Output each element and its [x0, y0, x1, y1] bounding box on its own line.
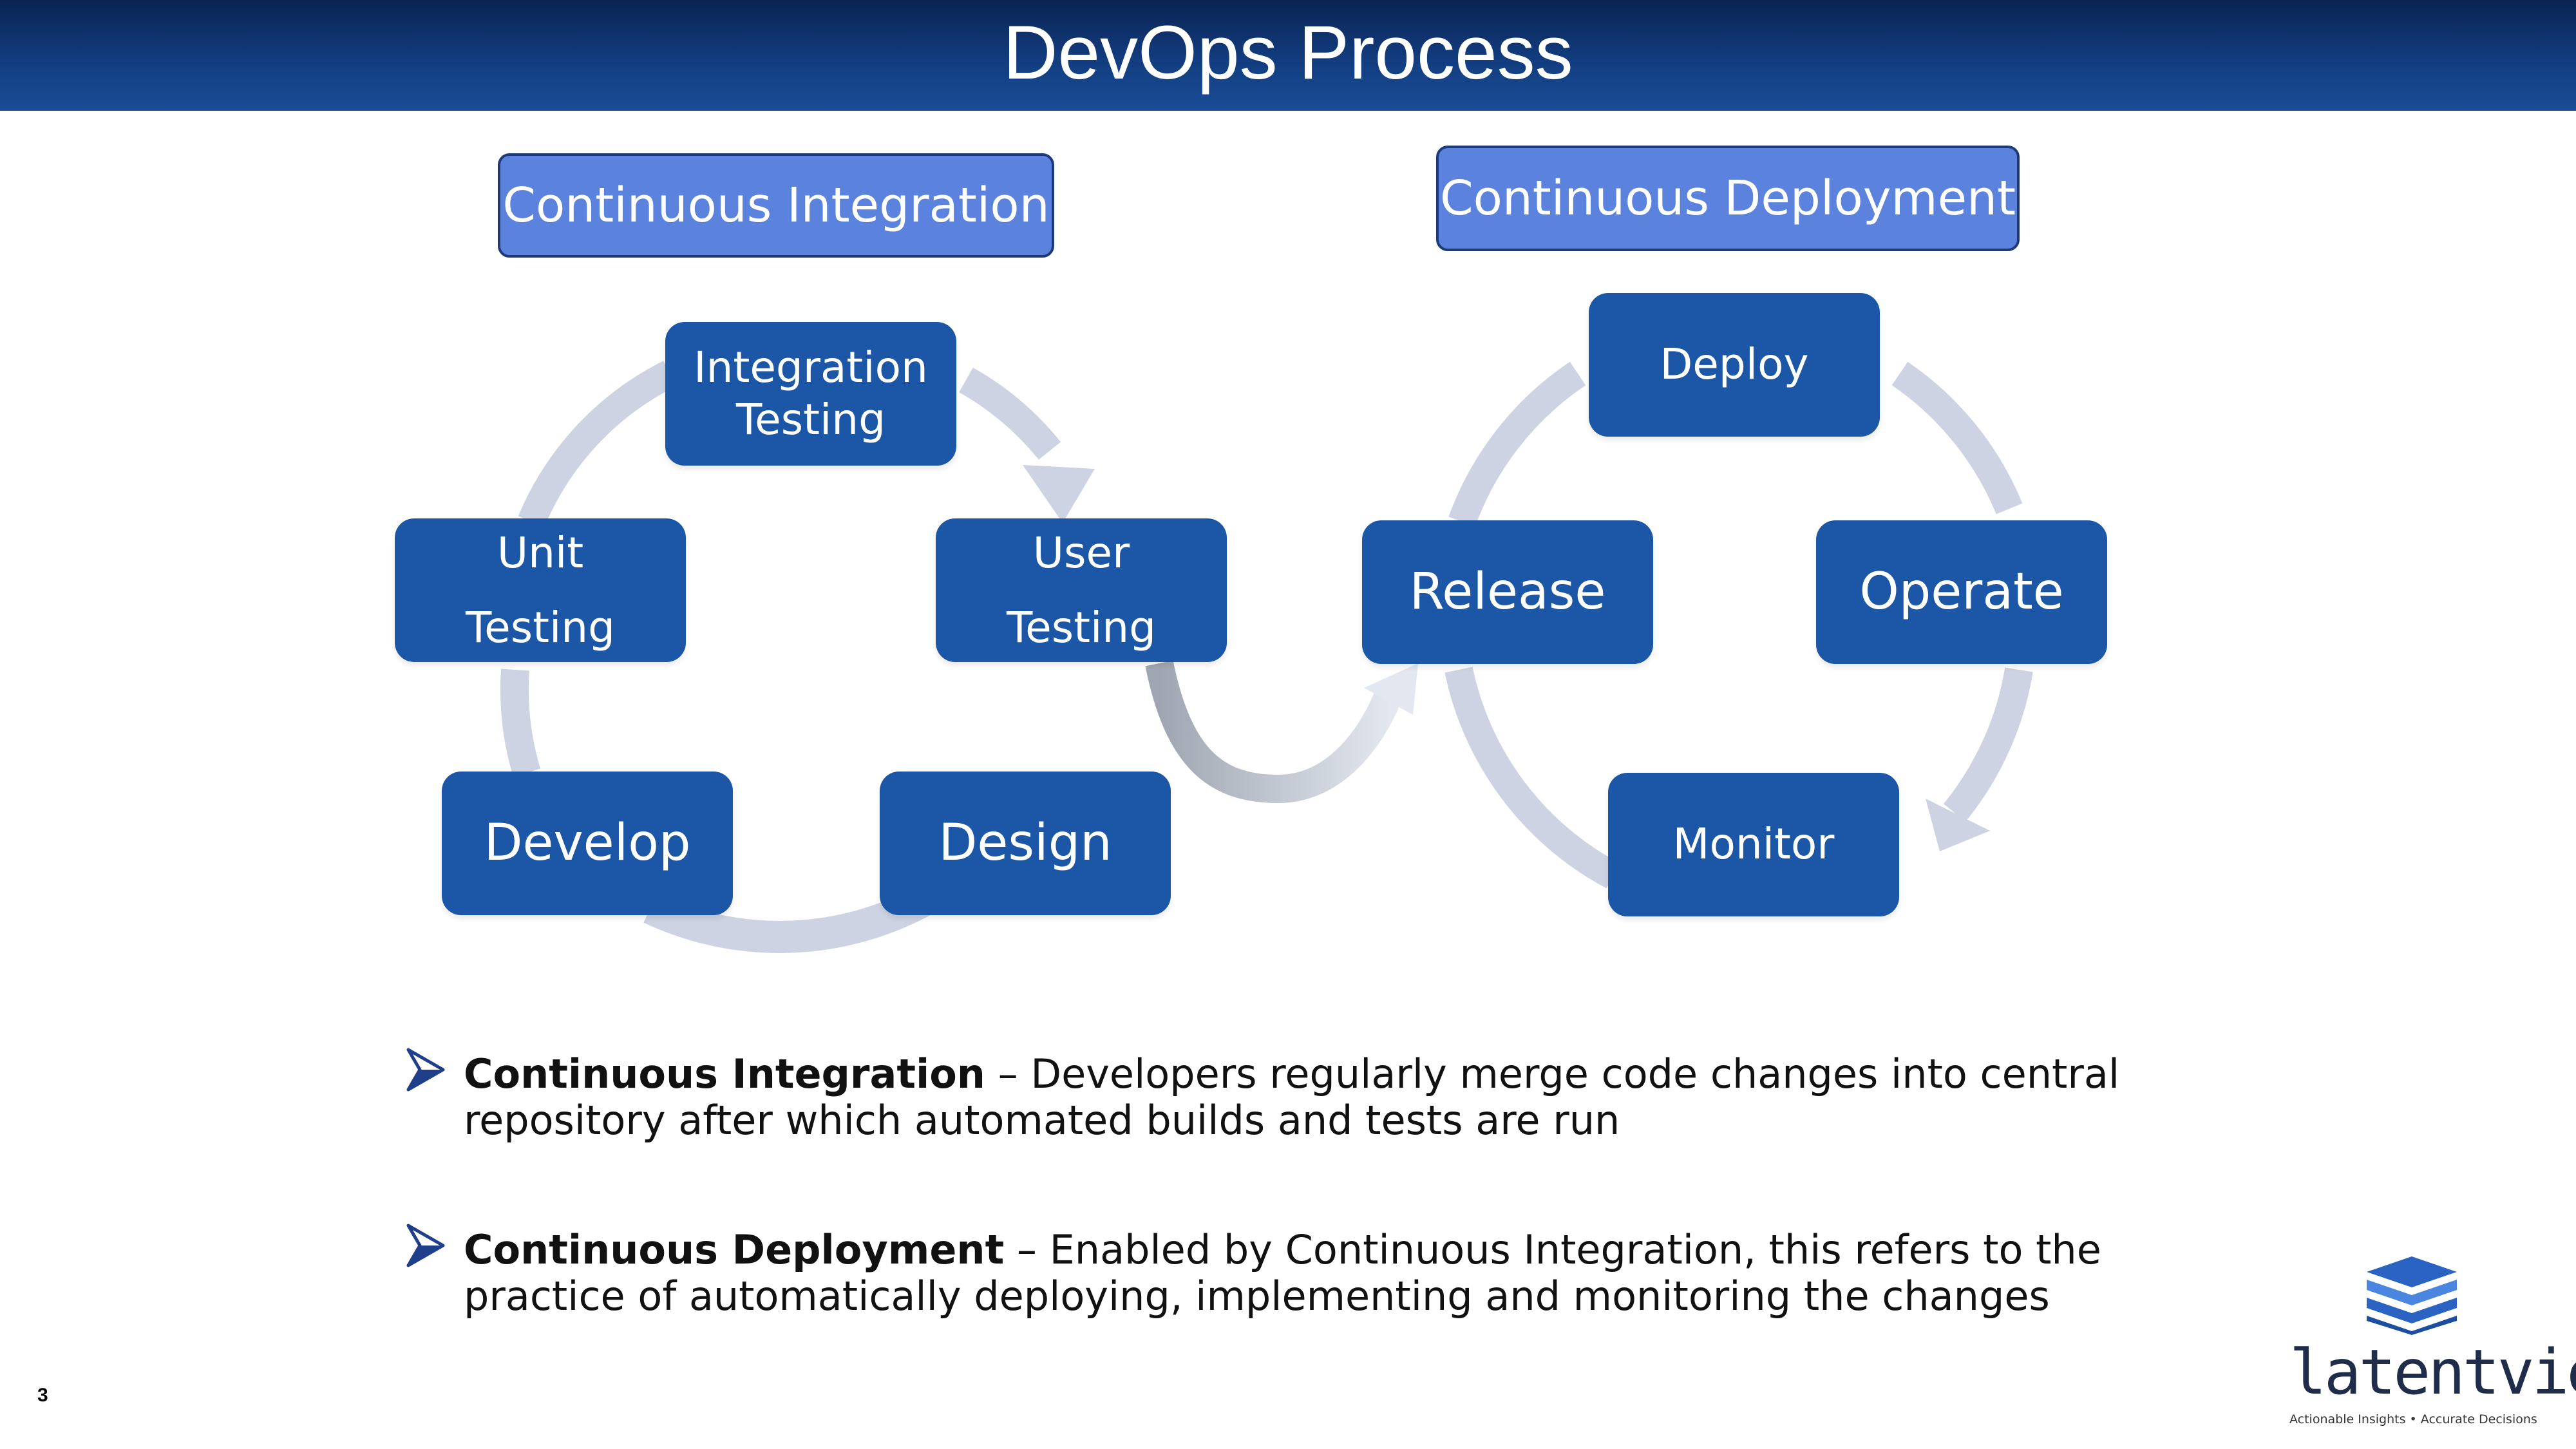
- bullet-term: Continuous Deployment: [464, 1226, 1005, 1273]
- step-unit-testing: Unit Testing: [395, 518, 686, 662]
- step-monitor: Monitor: [1608, 773, 1899, 916]
- continuous-integration-label: Continuous Integration: [498, 153, 1054, 258]
- step-develop: Develop: [442, 772, 733, 915]
- arrow-bullet-icon: [406, 1048, 445, 1092]
- ci-arc-unit-to-integration: [518, 361, 676, 527]
- title-bar: [0, 0, 2576, 111]
- step-design: Design: [880, 772, 1171, 915]
- ci-to-cd-connector: [1145, 660, 1405, 804]
- ci-arrowhead-user: [1023, 465, 1095, 523]
- step-unit-testing-line1: Unit: [497, 528, 584, 578]
- step-integration-testing-line1: Integration: [694, 342, 928, 392]
- step-release: Release: [1362, 520, 1653, 664]
- bullet-continuous-deployment: Continuous Deployment – Enabled by Conti…: [406, 1224, 2241, 1320]
- step-deploy: Deploy: [1589, 293, 1880, 437]
- continuous-deployment-label: Continuous Deployment: [1436, 146, 2020, 251]
- step-unit-testing-line2: Testing: [465, 602, 616, 652]
- slide-title: DevOps Process: [1003, 10, 1573, 95]
- step-user-testing-line2: Testing: [1006, 602, 1157, 652]
- step-integration-testing: Integration Testing: [665, 322, 956, 466]
- bullet-text: – Enabled by Continuous Integration, thi…: [464, 1226, 2101, 1320]
- bullet-text: – Developers regularly merge code change…: [464, 1050, 2120, 1144]
- cd-arc-release-to-deploy: [1448, 361, 1586, 527]
- bullet-term: Continuous Integration: [464, 1050, 985, 1097]
- cd-arc-monitor-to-release: [1444, 667, 1620, 889]
- step-user-testing-line1: User: [1032, 528, 1130, 578]
- ci-arc-integration-to-user: [959, 367, 1061, 460]
- company-logo: latentview Actionable Insights • Accurat…: [2289, 1253, 2576, 1433]
- ci-arc-develop-to-unit: [500, 668, 541, 777]
- cd-arrowhead-monitor: [1926, 799, 1990, 851]
- cd-arc-deploy-to-operate: [1891, 361, 2023, 515]
- page-number: 3: [37, 1385, 48, 1406]
- step-integration-testing-line2: Testing: [735, 394, 886, 444]
- logo-wordmark: latentview: [2289, 1336, 2576, 1408]
- connector-arrowhead: [1364, 663, 1418, 715]
- cd-arc-operate-to-monitor: [1943, 667, 2033, 822]
- bullet-continuous-integration: Continuous Integration – Developers regu…: [406, 1048, 2241, 1144]
- arrow-bullet-icon: [406, 1224, 445, 1267]
- step-operate: Operate: [1816, 520, 2107, 664]
- logo-tagline: Actionable Insights • Accurate Decisions: [2289, 1412, 2537, 1426]
- step-user-testing: User Testing: [936, 518, 1227, 662]
- stacked-layers-icon: [2367, 1256, 2457, 1335]
